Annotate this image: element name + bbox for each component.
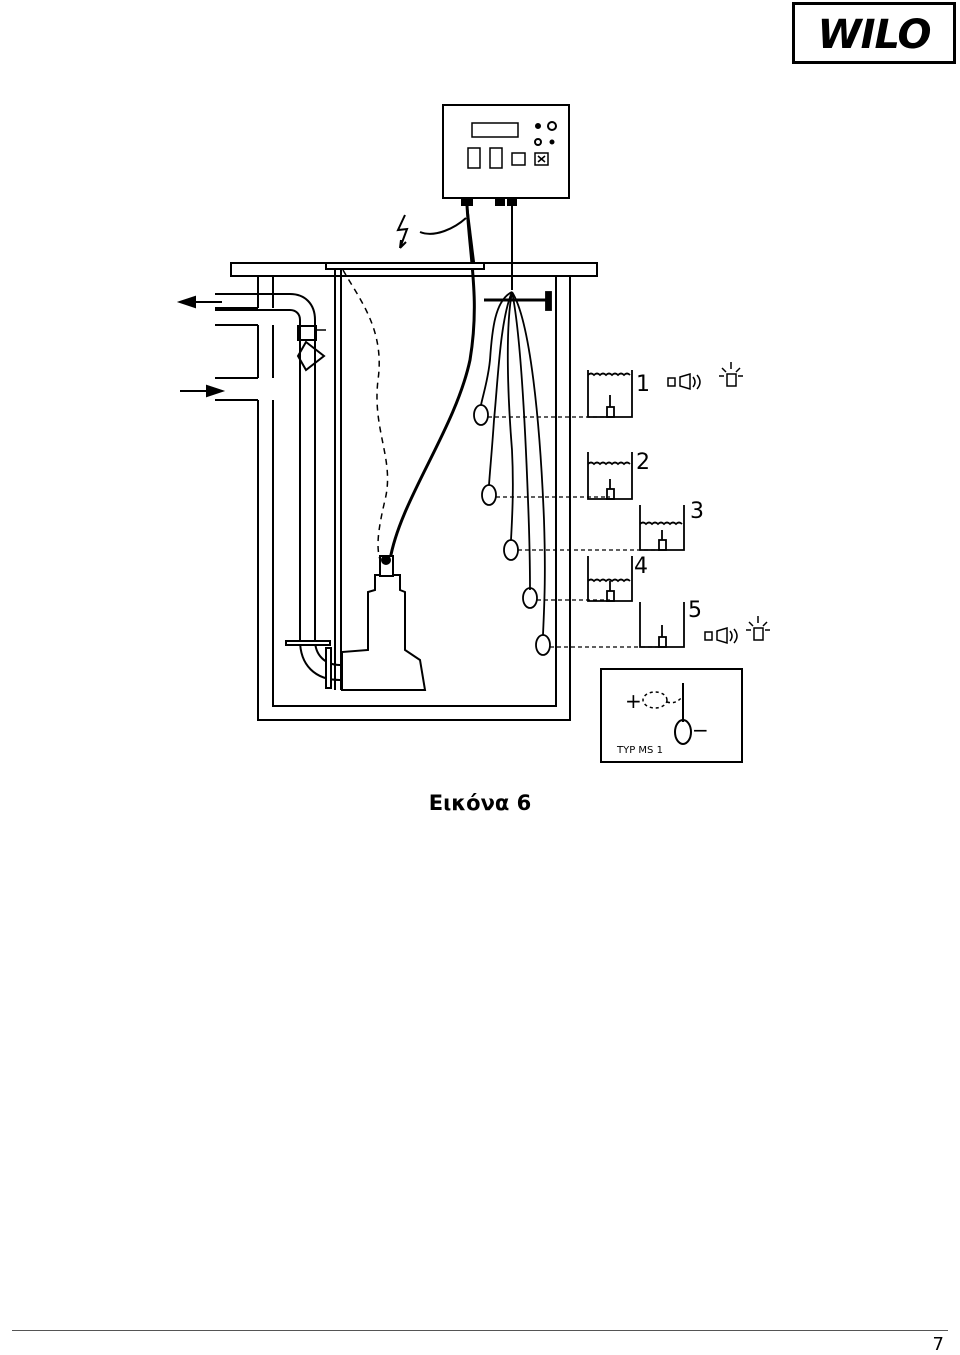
control-panel [442,104,570,206]
level-4-label: 2 [636,450,650,475]
level-indicators [587,370,685,648]
level-5-label: 1 [636,372,650,397]
level-1-label: 5 [688,598,702,623]
power-icon [396,214,409,249]
logo-text: WILO [817,12,930,58]
float-switches [473,291,552,656]
inset-type-label: TYP MS 1 [616,745,663,756]
submersible-pump [341,555,427,691]
wilo-logo: WILO [792,2,956,64]
alarm-icons-low [704,616,770,645]
page-number: 7 [932,1334,944,1355]
level-2-label: 4 [634,554,648,579]
level-3-label: 3 [690,499,704,524]
inset-plus-label: + [625,689,642,713]
figure-caption: Εικόνα 6 [428,791,532,815]
discharge-pipe [215,293,341,689]
alarm-icons-high [667,362,743,391]
inset-minus-label: − [692,718,709,742]
footer-divider [12,1330,948,1331]
installation-diagram: 1 2 3 4 5 + − TYP MS 1 [0,90,960,780]
tank [215,262,598,721]
float-switch-inset: + − TYP MS 1 [600,668,743,763]
